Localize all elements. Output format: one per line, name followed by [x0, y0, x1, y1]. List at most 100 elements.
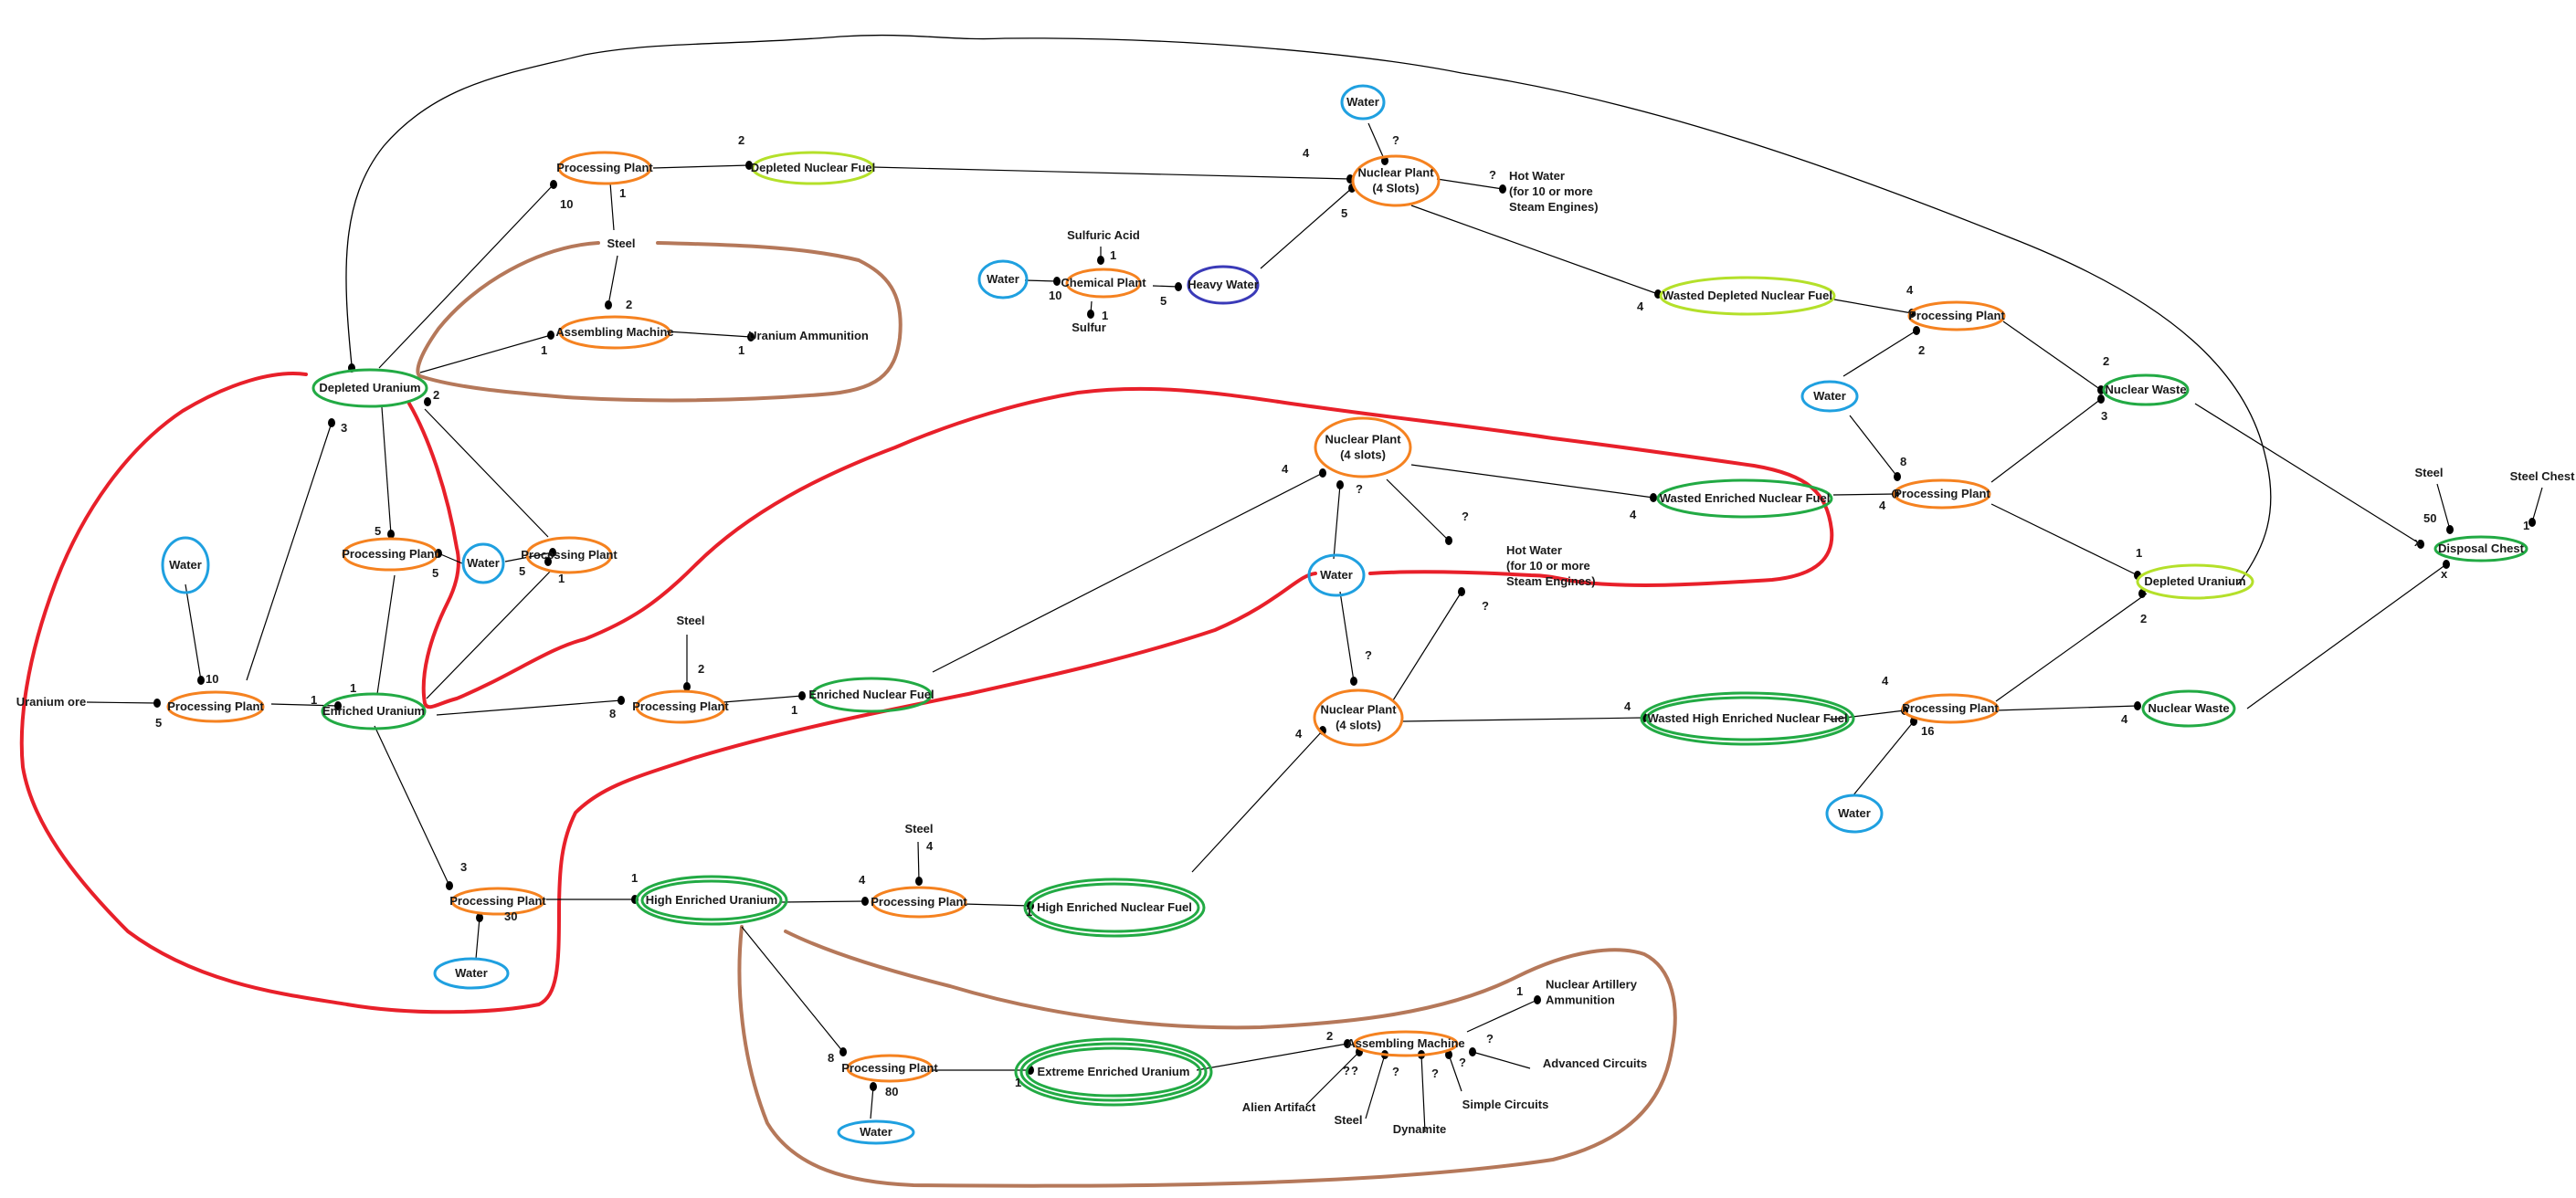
quantity-label: ?: [1351, 1064, 1358, 1077]
nuclear-plant-top-outline: [1351, 154, 1441, 207]
high-enriched-uranium-outline: [640, 879, 783, 921]
nuclear-waste-2-label: Nuclear Waste: [2148, 701, 2229, 715]
connector-dot: [153, 699, 161, 708]
uranium-ore-label: Uranium ore: [16, 695, 87, 709]
assembling-machine-bottom-outline: [1353, 1030, 1459, 1057]
quantity-label: 5: [375, 524, 381, 538]
quantity-label: 2: [1918, 343, 1925, 357]
water-right-1-outline: [1800, 380, 1859, 413]
connector-dot: [328, 418, 335, 427]
pp-heu-node: Processing Plant: [449, 887, 546, 916]
quantity-label: 4: [1624, 699, 1631, 713]
pp-mid-left-node: Processing Plant: [342, 537, 438, 572]
wasted-high-enriched-nuclear-fuel-node: Wasted High Enriched Nuclear Fuel: [1640, 691, 1855, 746]
connector-dot: [798, 691, 806, 700]
water-eeu-label: Water: [860, 1125, 892, 1139]
connector-dot: [861, 897, 869, 906]
steel-right-node: Steel: [2414, 466, 2443, 479]
wasted-enriched-nuclear-fuel-label: Wasted Enriched Nuclear Fuel: [1660, 491, 1831, 505]
quantity-label: ?: [1482, 599, 1489, 613]
water-heu-label: Water: [455, 966, 488, 980]
hot-water-mid-label: (for 10 or more: [1506, 559, 1590, 573]
heavy-water-outline: [1187, 265, 1260, 305]
water-heu-node: Water: [433, 957, 510, 990]
hot-water-mid-label: Hot Water: [1506, 543, 1562, 557]
connector-dot: [1175, 282, 1182, 291]
quantity-label: 5: [519, 564, 525, 578]
quantity-label: 4: [1303, 146, 1310, 160]
water-mid-outline: [1307, 553, 1366, 597]
connector-dot: [1344, 1039, 1351, 1048]
extreme-enriched-uranium-outline: [1025, 1046, 1202, 1098]
quantity-label: x: [2441, 567, 2448, 581]
connector-dot: [1445, 1050, 1452, 1059]
wasted-high-enriched-nuclear-fuel-outline: [1640, 691, 1855, 746]
group-outline-brown-bottom: [737, 925, 1677, 1188]
disposal-chest-outline: [2433, 535, 2528, 562]
nuclear-plant-top-label: Nuclear Plant: [1357, 166, 1434, 180]
connector-dot: [1913, 326, 1920, 335]
connector-dot: [1499, 184, 1506, 194]
connector-dot: [870, 1082, 877, 1091]
quantity-label: 2: [1326, 1029, 1333, 1043]
quantity-label: 2: [626, 298, 632, 311]
connector-dot: [476, 913, 483, 922]
quantity-label: 4: [1882, 674, 1889, 688]
quantity-label: 8: [1900, 455, 1906, 468]
water-left-outline: [161, 536, 210, 594]
steel-chest-node: Steel Chest: [2510, 469, 2575, 483]
nuclear-plant-mid-label: Nuclear Plant: [1325, 433, 1401, 447]
quantity-label: 10: [206, 672, 218, 686]
uranium-ore-node: Uranium ore: [16, 695, 87, 709]
hot-water-mid-label: Steam Engines): [1506, 574, 1596, 588]
water-mid-label: Water: [1320, 568, 1353, 582]
connector-dot: [1894, 472, 1901, 481]
group-outline-black: [345, 34, 2272, 585]
quantity-label: 4: [2121, 712, 2128, 726]
quantity-label: ?: [1392, 133, 1399, 147]
hot-water-top-label: Steam Engines): [1509, 200, 1599, 214]
pp-top-node: Processing Plant: [556, 151, 653, 185]
steel-bottom-node: Steel: [1334, 1113, 1362, 1127]
quantity-label: 1: [1516, 984, 1523, 998]
water-np-top-outline: [1340, 84, 1386, 121]
enriched-uranium-node: Enriched Uranium: [321, 692, 427, 730]
pp-right-1-label: Processing Plant: [1908, 309, 2005, 322]
enriched-nuclear-fuel-node: Enriched Nuclear Fuel: [808, 677, 934, 713]
pp-enf-outline: [635, 689, 726, 724]
connector-dot: [2528, 518, 2536, 527]
depleted-uranium-2-label: Depleted Uranium: [2144, 574, 2245, 588]
sulfuric-acid-label: Sulfuric Acid: [1067, 228, 1140, 242]
quantity-label: 50: [2423, 511, 2436, 525]
pp-eeu-outline: [846, 1054, 934, 1083]
pp-right-3-label: Processing Plant: [1902, 701, 1999, 715]
pp-eeu-node: Processing Plant: [841, 1054, 938, 1083]
nuclear-waste-1-label: Nuclear Waste: [2105, 383, 2186, 396]
simple-circuits-label: Simple Circuits: [1462, 1098, 1549, 1111]
pp-right-1-node: Processing Plant: [1907, 300, 2006, 331]
quantity-label: 4: [859, 873, 866, 887]
quantity-label: ?: [1343, 1064, 1350, 1077]
heavy-water-label: Heavy Water: [1188, 278, 1259, 291]
group-outline-brown-top: [416, 241, 903, 403]
quantity-label: 2: [738, 133, 744, 147]
quantity-label: 4: [1630, 508, 1637, 521]
edges: [86, 122, 2543, 1133]
depleted-nuclear-fuel-outline: [751, 151, 875, 185]
connector-dot: [747, 332, 755, 342]
quantity-label: 10: [1049, 289, 1061, 302]
quantity-label: 1: [2523, 519, 2529, 532]
quantity-label: 1: [311, 693, 317, 707]
nuclear-plant-mid-label: (4 slots): [1340, 448, 1386, 462]
depleted-uranium-1-label: Depleted Uranium: [319, 381, 420, 394]
water-small-label: Water: [467, 556, 500, 570]
nuclear-plant-mid-outline: [1314, 416, 1412, 478]
pp-right-1-outline: [1907, 300, 2006, 331]
water-right-1-label: Water: [1813, 389, 1846, 403]
pp-mid-right-node: Processing Plant: [521, 536, 618, 574]
water-eeu-outline: [837, 1119, 915, 1145]
quantity-label: ?: [1392, 1065, 1399, 1078]
quantity-label: 16: [1921, 724, 1934, 738]
pp-right-3-outline: [1901, 693, 2000, 724]
quantity-label: 5: [432, 566, 438, 580]
